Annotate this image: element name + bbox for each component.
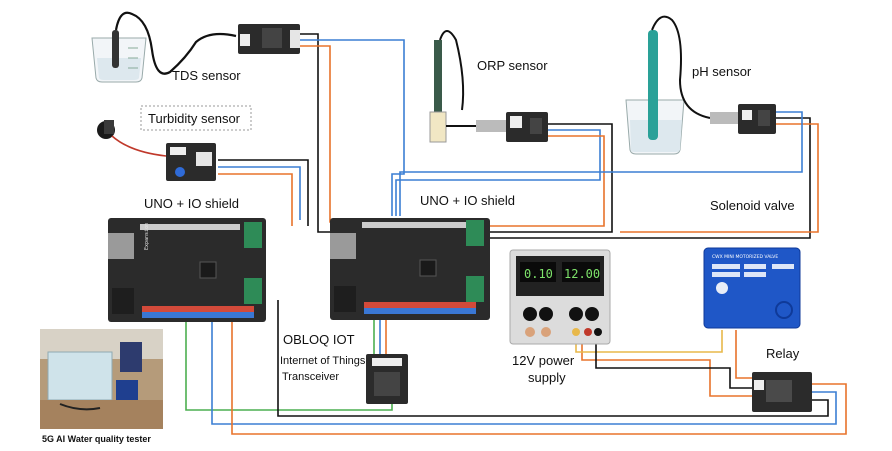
water-tester-photo — [40, 329, 163, 429]
wire-tds-blue — [300, 39, 405, 216]
uno-shield-right-label: UNO + IO shield — [420, 193, 515, 208]
wire-ph-blue — [399, 111, 803, 216]
power-display-left: 0.10 — [524, 267, 553, 281]
power-display-right: 12.00 — [564, 267, 600, 281]
motorized-valve: CWX MINI MOTORIZED VALVE — [703, 247, 801, 329]
turbidity-probe — [97, 120, 167, 157]
valve-header-text: CWX MINI MOTORIZED VALVE — [712, 254, 778, 260]
turbidity-sensor-board — [166, 143, 216, 181]
wire-tds-black — [300, 33, 342, 233]
ph-sensor-label: pH sensor — [692, 64, 752, 79]
svg-text:Expansion: Expansion — [144, 223, 150, 250]
tds-probe-cable — [114, 11, 237, 75]
ph-sensor-board — [738, 104, 776, 134]
wire-left-orange — [231, 320, 847, 435]
wire-left-black — [277, 300, 829, 417]
wire-ps-yellow — [575, 330, 723, 353]
uno-shield-left-label: UNO + IO shield — [144, 196, 239, 211]
wire-tds-orange — [300, 45, 342, 223]
orp-probe — [429, 30, 506, 143]
relay-label: Relay — [766, 346, 800, 361]
solenoid-valve-label: Solenoid valve — [710, 198, 795, 213]
wire-left-blue — [211, 320, 837, 425]
obloq-line2-label: Transceiver — [282, 371, 339, 383]
wire-ph-black — [480, 117, 811, 239]
tds-beaker — [91, 11, 237, 83]
wire-ph-orange — [620, 123, 819, 233]
wire-ps-black — [595, 344, 752, 389]
obloq-iot-module — [366, 354, 408, 404]
uno-shield-right — [330, 218, 490, 320]
ph-beaker — [625, 15, 738, 155]
obloq-line1-label: Internet of Things — [280, 355, 366, 367]
orp-sensor-board — [506, 112, 548, 142]
tds-sensor-board — [238, 24, 300, 54]
water-tester-label: 5G AI Water quality tester — [42, 434, 151, 444]
tds-sensor-label: TDS sensor — [172, 68, 241, 83]
wire-orp-black — [480, 123, 613, 233]
obloq-title-label: OBLOQ IOT — [283, 332, 355, 347]
turbidity-sensor-label: Turbidity sensor — [148, 111, 241, 126]
power-supply: 0.10 12.00 — [509, 249, 611, 345]
uno-shield-left: Expansion — [108, 218, 266, 322]
wire-turbidity-orange — [218, 173, 293, 226]
relay-module — [752, 372, 812, 412]
power-supply-label-1: 12V power — [512, 353, 575, 368]
wire-turbidity-black — [218, 159, 309, 226]
wire-orp-orange — [480, 135, 605, 227]
wire-turbidity-blue — [218, 166, 301, 220]
wire-valve-relay — [735, 330, 752, 379]
power-supply-label-2: supply — [528, 370, 566, 385]
turbidity-label-box — [140, 105, 252, 131]
wire-ps-orange — [581, 344, 752, 397]
wire-orp-blue — [395, 129, 601, 216]
orp-sensor-label: ORP sensor — [477, 58, 548, 73]
